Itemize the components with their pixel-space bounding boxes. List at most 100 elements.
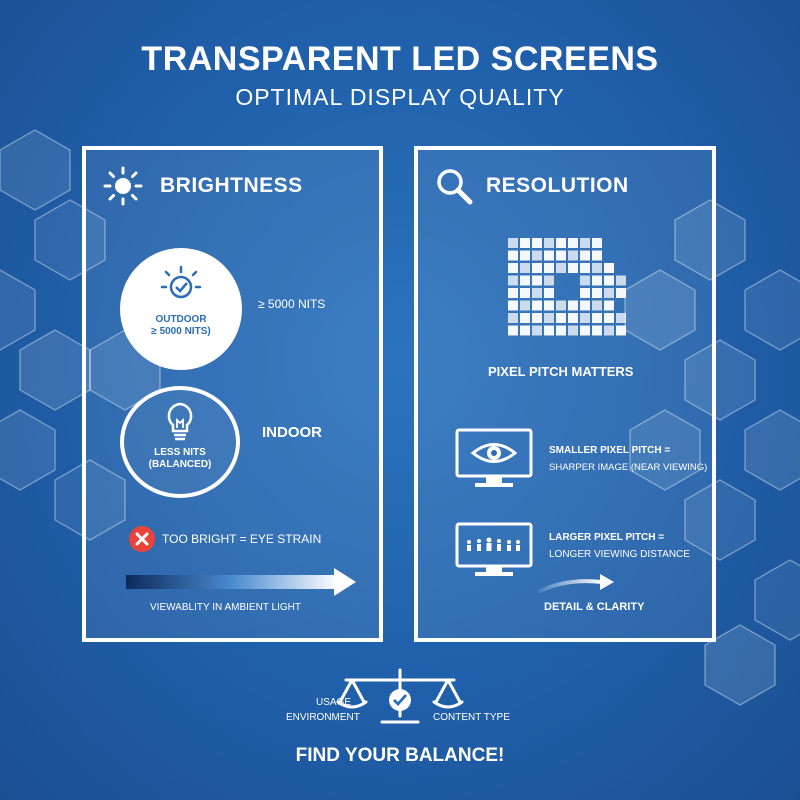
pixel-square <box>508 288 518 298</box>
pixel-square <box>580 325 590 336</box>
pixel-square <box>580 275 590 286</box>
lightbulb-icon <box>167 402 193 441</box>
pixel-square <box>508 263 518 273</box>
warning-x-icon <box>129 526 155 552</box>
pixel-square <box>520 288 530 298</box>
hexagon <box>0 129 71 211</box>
hexagon <box>0 409 56 491</box>
pixel-square <box>520 325 530 336</box>
usage-label-line2: ENVIRONMENT <box>286 712 360 723</box>
brightness-panel <box>82 146 383 642</box>
pixel-square <box>544 238 554 248</box>
pixel-square <box>592 263 602 273</box>
hexagon <box>34 199 106 281</box>
sun-icon <box>103 166 143 206</box>
sun-check-icon <box>160 265 202 299</box>
pixel-square <box>520 313 530 323</box>
pixel-square <box>580 313 590 323</box>
pixel-square <box>580 250 590 261</box>
pixel-square <box>508 313 518 323</box>
pixel-square <box>556 325 566 336</box>
hexagon <box>629 409 701 491</box>
pixel-square <box>532 275 542 286</box>
pixel-square <box>556 250 566 261</box>
hexagon <box>19 329 91 411</box>
pixel-square <box>532 238 542 248</box>
hexagon <box>684 479 756 561</box>
pixel-square <box>580 300 590 311</box>
pixel-square <box>508 325 518 336</box>
pixel-square <box>520 238 530 248</box>
pixel-square <box>544 288 554 298</box>
pixel-square <box>520 275 530 286</box>
pixel-square <box>592 325 602 336</box>
pixel-square <box>592 275 602 286</box>
hexagon <box>684 339 756 421</box>
viewability-label: VIEWABLITY IN AMBIENT LIGHT <box>150 602 301 613</box>
larger-pitch-line2: LONGER VIEWING DISTANCE <box>549 549 690 560</box>
hexagon <box>54 459 126 541</box>
content-type-label: CONTENT TYPE <box>433 712 510 723</box>
pixel-square <box>556 313 566 323</box>
outdoor-line2: ≥ 5000 NITS) <box>151 326 211 337</box>
pixel-square <box>580 263 590 273</box>
pixel-square <box>508 238 518 248</box>
pixel-square <box>520 300 530 311</box>
pixel-square <box>568 313 578 323</box>
pixel-square <box>568 238 578 248</box>
pixel-square <box>532 263 542 273</box>
pixel-square <box>556 263 566 273</box>
eye-strain-warning: TOO BRIGHT = EYE STRAIN <box>162 532 322 546</box>
detail-arrow <box>537 574 614 594</box>
pixel-square <box>592 313 602 323</box>
hexagon <box>744 269 800 351</box>
pixel-square <box>556 300 566 311</box>
pixel-square <box>544 325 554 336</box>
balance-scale-icon <box>336 668 464 724</box>
pixel-square <box>544 313 554 323</box>
indoor-side-label: INDOOR <box>262 424 322 441</box>
pixel-square <box>592 238 602 248</box>
pixel-square <box>532 250 542 261</box>
brightness-title: BRIGHTNESS <box>160 174 303 197</box>
pixel-square <box>544 263 554 273</box>
pixel-square <box>592 288 602 298</box>
pixel-square <box>580 288 590 298</box>
page-title: TRANSPARENT LED SCREENS <box>141 40 659 78</box>
larger-pitch-line1: LARGER PIXEL PITCH = <box>549 532 665 543</box>
pixel-square <box>616 275 626 286</box>
pixel-pitch-label: PIXEL PITCH MATTERS <box>488 364 634 379</box>
indoor-label: LESS NITS (BALANCED) <box>128 447 232 471</box>
pixel-square <box>604 263 614 273</box>
indoor-line1: LESS NITS <box>154 447 206 458</box>
usage-label-line1: USAGE <box>316 697 352 708</box>
pixel-square <box>532 325 542 336</box>
pixel-square <box>604 325 614 336</box>
pixel-square <box>580 238 590 248</box>
resolution-title: RESOLUTION <box>486 174 629 197</box>
pixel-square <box>604 275 614 286</box>
pixel-square <box>616 325 626 336</box>
hexagon <box>674 199 746 281</box>
pixel-square <box>568 300 578 311</box>
pixel-square <box>616 313 626 323</box>
resolution-panel <box>414 146 716 642</box>
pixel-square <box>592 300 602 311</box>
monitor-eye-icon <box>455 428 533 487</box>
brightness-gradient-arrow <box>126 568 356 596</box>
pixel-square <box>532 300 542 311</box>
magnifier-icon <box>437 169 473 205</box>
pixel-square <box>520 263 530 273</box>
indoor-line2: (BALANCED) <box>148 459 212 470</box>
outdoor-line1: OUTDOOR <box>155 314 207 325</box>
pixel-square <box>544 275 554 286</box>
call-to-action: FIND YOUR BALANCE! <box>295 745 505 766</box>
monitor-crowd-icon <box>455 522 533 576</box>
pixel-square <box>616 288 626 298</box>
hexagon <box>704 624 776 706</box>
pixel-square <box>556 238 566 248</box>
pixel-square <box>508 275 518 286</box>
pixel-square <box>532 288 542 298</box>
pixel-square <box>520 250 530 261</box>
